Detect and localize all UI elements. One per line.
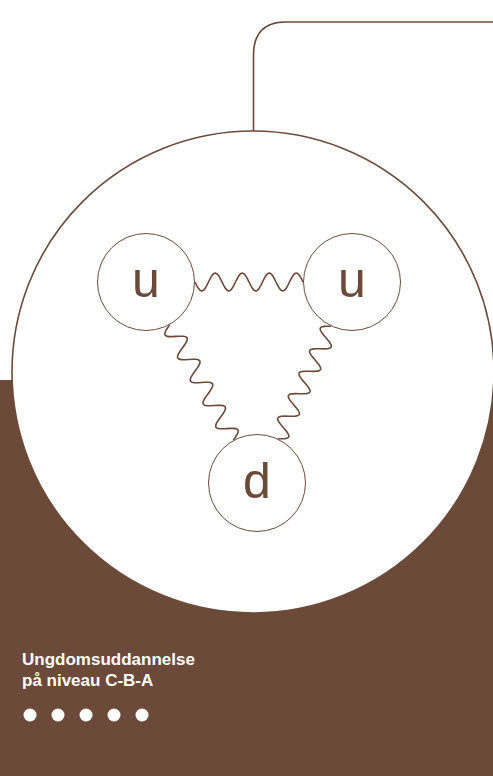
- dot: [108, 709, 121, 722]
- quark-circle: u: [303, 233, 401, 331]
- quark-letter: d: [243, 456, 271, 506]
- quark-circle: u: [97, 233, 195, 331]
- big-circle: [12, 131, 493, 613]
- level-label: Ungdomsuddannelse på niveau C-B-A: [22, 649, 204, 692]
- dot: [136, 709, 149, 722]
- quark-letter: u: [132, 255, 160, 305]
- gluon-line: [165, 325, 238, 440]
- gluon-line: [278, 326, 332, 439]
- quark-letter: u: [338, 255, 366, 305]
- quark-circle: d: [208, 434, 306, 532]
- gluon-line: [195, 273, 303, 291]
- rating-dots: [24, 709, 149, 722]
- corner-line: [254, 22, 493, 132]
- dot: [52, 709, 65, 722]
- dot: [24, 709, 37, 722]
- dot: [80, 709, 93, 722]
